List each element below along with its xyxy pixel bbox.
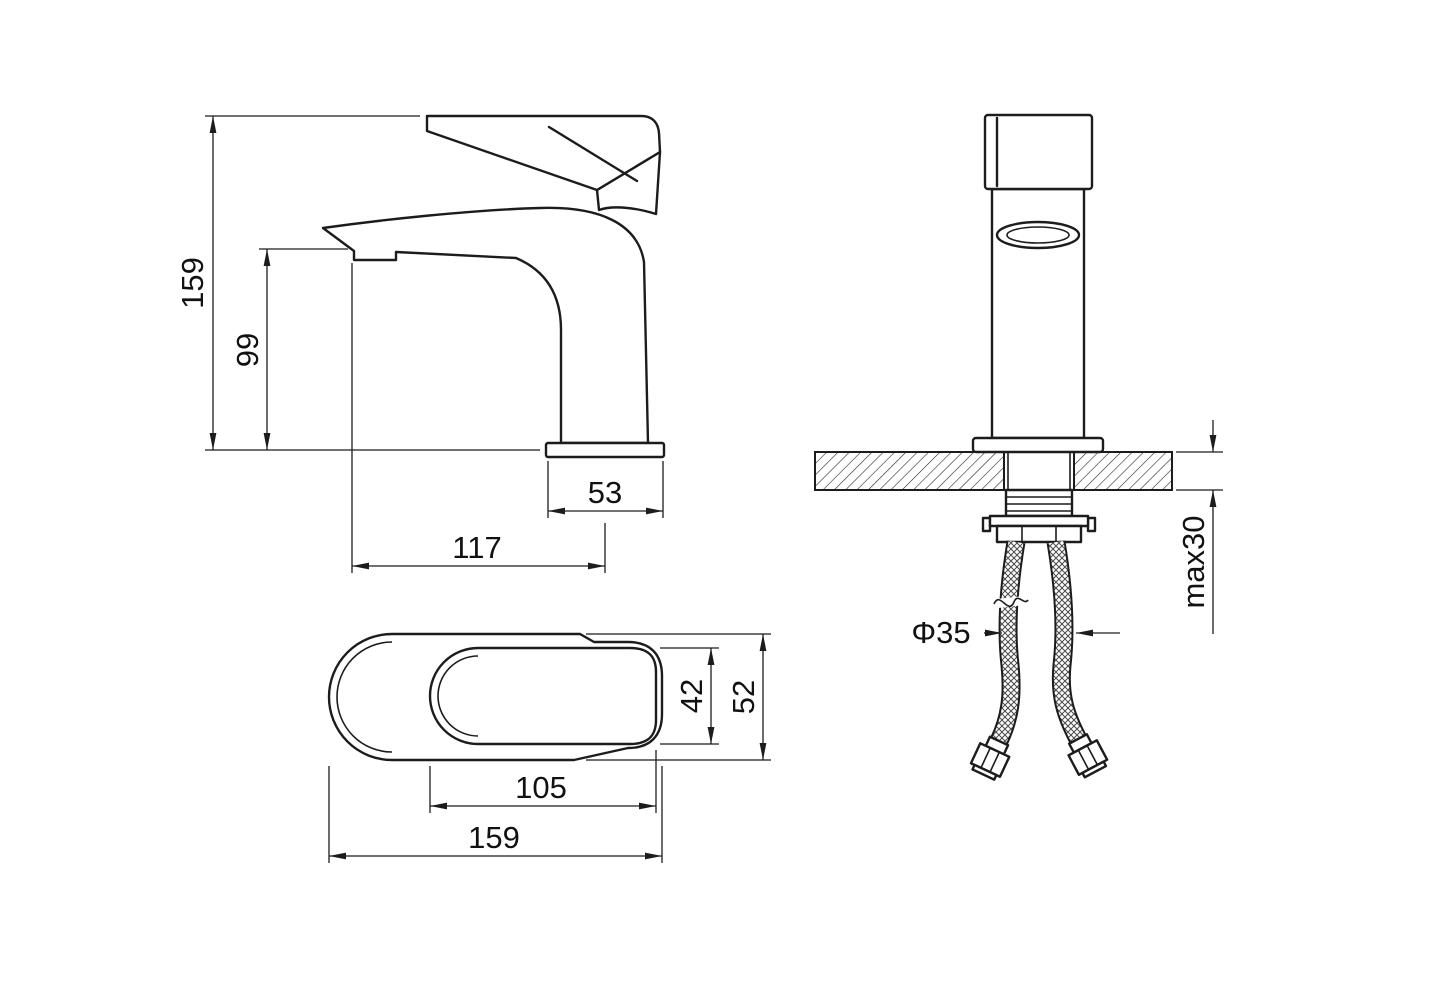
connector-end-cap <box>971 763 998 781</box>
dim-label-handle-width: 42 <box>674 679 709 713</box>
dim-total-length: 159 <box>328 766 663 863</box>
dim-label-max-counter-thickness: max30 <box>1176 515 1211 608</box>
right-hose-connector <box>1067 733 1109 779</box>
dim-spout-reach: 117 <box>351 263 606 573</box>
hose-break-squiggle <box>993 597 1029 608</box>
dim-spout-height: 99 <box>230 248 348 450</box>
supply-hoses <box>969 540 1109 781</box>
faucet-base-plate <box>544 441 666 459</box>
connector-nut-flat <box>1086 745 1099 766</box>
dim-hole-diameter: Φ35 <box>911 615 1120 650</box>
dim-label-spout-height: 99 <box>230 333 265 367</box>
faucet-front-handle-block <box>983 113 1094 191</box>
dim-label-base-width: 53 <box>588 475 622 510</box>
top-view-outer-offset-arc <box>336 641 393 753</box>
dim-body-width: 52 <box>586 633 771 761</box>
mounting-hardware <box>981 488 1097 544</box>
spout-outlet-outer-ellipse <box>995 220 1081 250</box>
dim-label-handle-length: 105 <box>515 770 567 805</box>
left-hose-connector <box>969 735 1011 781</box>
dim-label-body-width: 52 <box>726 680 761 714</box>
handle-front-edge-line <box>547 125 639 183</box>
dim-label-total-height: 159 <box>175 257 210 309</box>
right-hose-braid <box>1048 540 1085 743</box>
dim-label-hole-diameter: Φ35 <box>911 615 970 650</box>
dim-handle-length: 105 <box>429 750 657 813</box>
dim-handle-width: 42 <box>660 647 719 745</box>
side-view: 159 99 53 117 <box>175 114 666 573</box>
countertop-left-section <box>814 451 1005 491</box>
connector-nut-flat <box>1077 749 1090 770</box>
left-hose-braid <box>992 540 1024 745</box>
top-view-handle-outline <box>428 646 658 746</box>
faucet-neck-outline <box>595 150 662 216</box>
dim-label-spout-reach: 117 <box>452 530 501 565</box>
base-flange-front <box>971 436 1105 454</box>
dim-max-counter-thickness: max30 <box>1176 420 1223 634</box>
top-view-handle-offset-arc <box>437 655 479 737</box>
dim-base-width: 53 <box>547 461 664 518</box>
connector-nut-flat <box>989 751 1001 773</box>
front-view: Φ35 max30 <box>814 113 1223 781</box>
faucet-body-spout-outline <box>321 206 650 445</box>
connector-nut-flat <box>980 747 991 769</box>
threaded-shank <box>1004 488 1074 518</box>
faucet-handle-outline <box>425 114 662 192</box>
spout-outlet-inner-ellipse <box>1006 226 1070 244</box>
dim-label-total-length: 159 <box>468 820 520 855</box>
connector-end-cap <box>1081 760 1108 779</box>
top-view: 42 52 105 159 <box>327 632 771 863</box>
countertop-right-section <box>1073 451 1173 491</box>
mounting-nut <box>995 524 1083 544</box>
dim-total-height: 159 <box>175 115 540 451</box>
mounting-washer <box>988 514 1090 528</box>
